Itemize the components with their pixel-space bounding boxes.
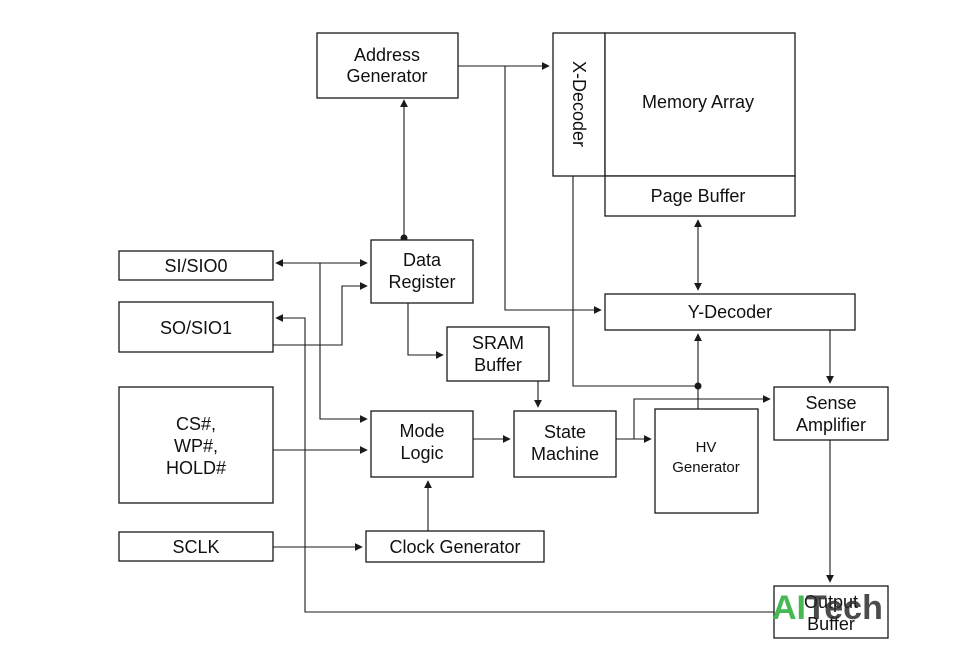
sense-amplifier-label-line2: Amplifier [796,415,866,435]
state-machine-label-line1: State [544,422,586,442]
so-sio1-label: SO/SIO1 [160,318,232,338]
wire-dataregister-to-sram [407,303,444,359]
hv-generator-label-line2: Generator [672,459,740,476]
clock-generator-block: Clock Generator [365,530,545,563]
output-buffer-block: Output Buffer [773,585,889,639]
output-buffer-label-line2: Buffer [807,614,855,634]
watermark-text: AITech [772,589,883,627]
x-decoder-label: X-Decoder [569,61,589,147]
mode-logic-label-line2: Logic [400,443,443,463]
si-sio0-block: SI/SIO0 [118,250,274,281]
state-machine-block: State Machine [513,410,617,478]
wire-so-to-dataregister [273,282,368,346]
wire-addressgen-to-ydecoder [504,66,602,314]
y-decoder-label: Y-Decoder [688,302,772,322]
hv-generator-label-line1: HV [696,439,717,456]
wp-pin-label: WP#, [174,436,218,456]
mode-logic-block: Mode Logic [370,410,474,478]
output-buffer-label-line1: Output [804,592,858,612]
wires [273,62,834,613]
hold-pin-label: HOLD# [166,458,226,478]
sense-amplifier-block: Sense Amplifier [773,386,889,441]
hv-generator-block: HV Generator [654,408,759,514]
watermark-logo: AITech [772,589,883,627]
sram-buffer-label-line2: Buffer [474,355,522,375]
state-machine-label-line2: Machine [531,444,599,464]
wire-statemachine-to-senseamp [633,395,771,439]
sram-buffer-block: SRAM Buffer [446,326,550,382]
memory-array-block: Memory Array [604,32,796,177]
page-buffer-block: Page Buffer [604,175,796,217]
address-generator-label-line2: Generator [346,66,427,86]
so-sio1-block: SO/SIO1 [118,301,274,353]
sclk-block: SCLK [118,531,274,562]
data-register-label-line2: Register [388,272,455,292]
address-generator-label-line1: Address [354,45,420,65]
si-sio0-label: SI/SIO0 [164,256,227,276]
mode-logic-label-line1: Mode [399,421,444,441]
sense-amplifier-label-line1: Sense [805,393,856,413]
watermark-part-tech: Tech [806,589,883,627]
y-decoder-block: Y-Decoder [604,293,856,331]
control-pins-block: CS#, WP#, HOLD# [118,386,274,504]
sram-buffer-label-line1: SRAM [472,333,524,353]
wire-si-to-modelogic [319,263,368,423]
x-decoder-block: X-Decoder [552,32,606,177]
cs-pin-label: CS#, [176,414,216,434]
sclk-label: SCLK [172,537,219,557]
clock-generator-label: Clock Generator [389,537,520,557]
wire-xdecoder-to-ydecoder-junction [572,176,698,387]
memory-array-label: Memory Array [642,92,754,112]
watermark-part-ai: AI [772,589,806,627]
data-register-block: Data Register [370,239,474,304]
address-generator-block: Address Generator [316,32,459,99]
page-buffer-label: Page Buffer [651,186,746,206]
data-register-label-line1: Data [403,250,442,270]
wire-outputbuffer-feedback [275,314,776,613]
